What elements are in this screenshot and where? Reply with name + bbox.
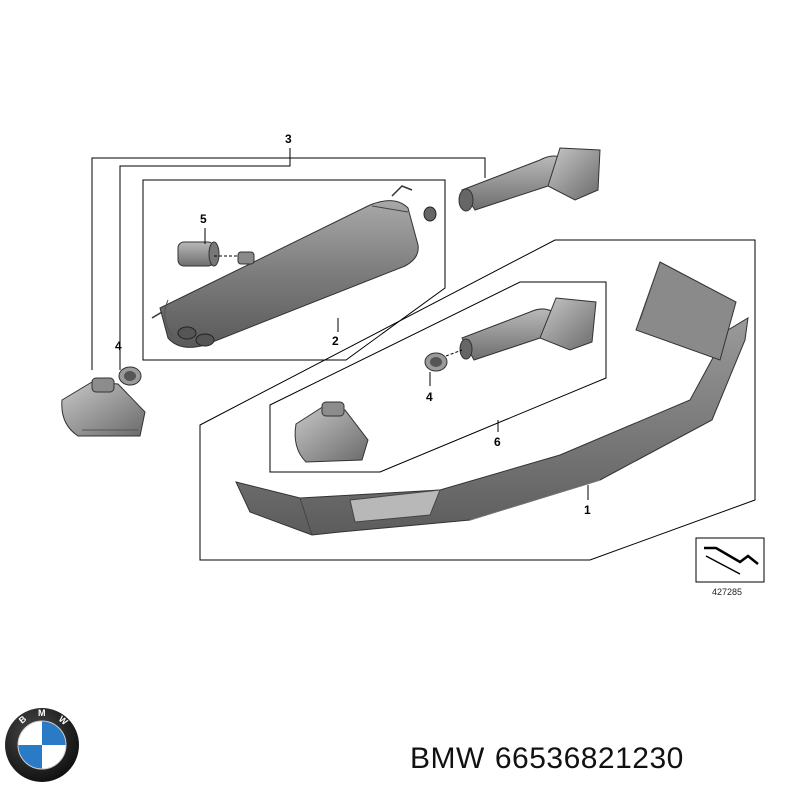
group-3-bracket [91, 148, 486, 370]
callout-4-inner: 4 [426, 390, 433, 404]
rear-bumper-diffuser [235, 261, 749, 536]
tail-tip-inner-left [294, 401, 369, 463]
callout-3: 3 [285, 132, 292, 146]
part-number: 66536821230 [494, 742, 684, 775]
diagram-id-badge [695, 537, 765, 583]
clamp-inner [424, 349, 463, 386]
tip-set-box-outline [269, 281, 607, 473]
clamp-sleeve [177, 228, 238, 267]
tail-pipe-upper-right [458, 147, 601, 212]
diagram-id: 427285 [712, 587, 742, 597]
tail-pipe-inner-right [459, 297, 597, 361]
tail-tip-left [61, 377, 146, 437]
bumper-group-outline [199, 239, 756, 561]
callout-4-left: 4 [115, 339, 122, 353]
brand-name: BMW [410, 742, 485, 775]
callout-5: 5 [200, 212, 207, 226]
callout-6: 6 [494, 435, 501, 449]
bmw-logo: B M W [5, 708, 79, 782]
clamp-left [118, 355, 142, 386]
rear-muffler [151, 185, 437, 348]
product-caption: BMW 66536821230 [410, 742, 684, 776]
logo-letter-b: B [17, 713, 29, 725]
muffler-box-outline [142, 179, 446, 361]
logo-letter-m: M [38, 708, 46, 718]
callout-1: 1 [584, 503, 591, 517]
callout-2: 2 [332, 334, 339, 348]
